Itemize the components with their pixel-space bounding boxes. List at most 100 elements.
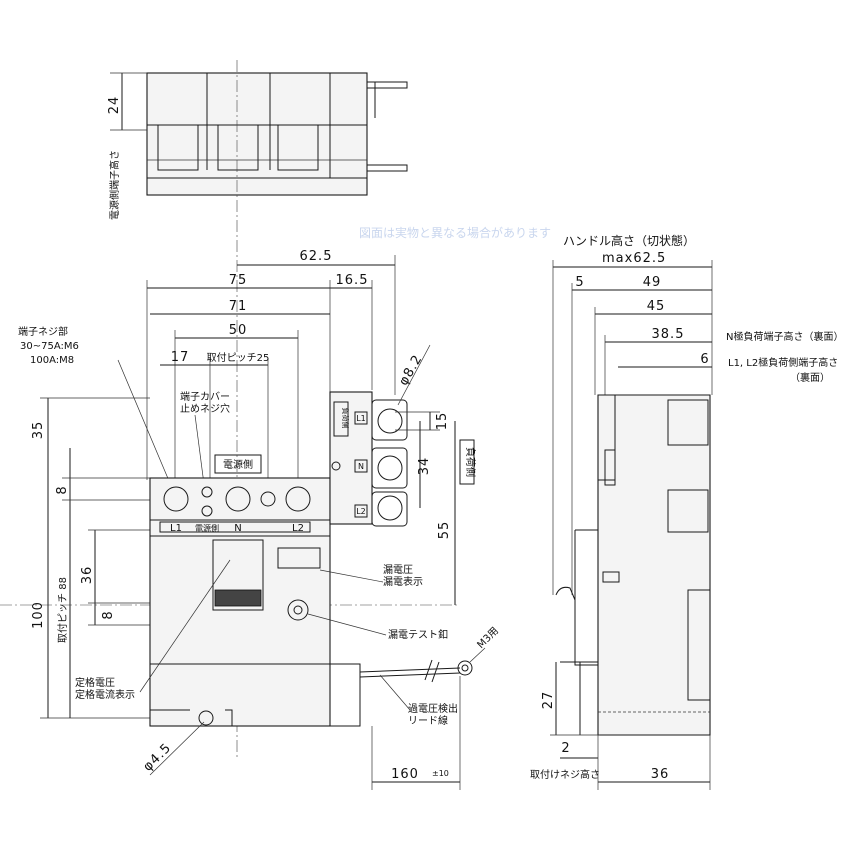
mark-l2: L2 — [292, 523, 304, 534]
dim-dia-4-5: φ4.5 — [140, 740, 174, 774]
dim-55: 55 — [437, 521, 452, 540]
cover-screw-left-2 — [201, 505, 213, 517]
top-view: 24 電源側端子高さ — [107, 72, 408, 220]
label-terminal-screw: 端子ネジ部 — [18, 325, 68, 338]
lead-ring-hole — [461, 664, 469, 672]
dim-15: 15 — [435, 412, 450, 431]
terminal-l2 — [285, 486, 311, 512]
load-hole-n — [377, 455, 403, 481]
terminal-marking-strip — [159, 521, 311, 533]
test-button-center — [293, 605, 303, 615]
lead-ring-terminal — [457, 660, 473, 676]
lower-cover-step — [150, 709, 233, 726]
label-load-side: 負荷側 — [464, 447, 477, 477]
label-mount-screw-height: 取付けネジ高さ — [530, 768, 600, 781]
top-dim-24: 24 — [107, 96, 122, 115]
dim-dia-8-2: φ8.2 — [396, 352, 426, 388]
label-rated-1: 定格電圧 — [75, 676, 115, 689]
leak-indicator-window — [277, 547, 321, 569]
load-hole-l2 — [377, 495, 403, 521]
label-leak-1: 漏電圧 — [383, 564, 413, 576]
dim-16-5: 16.5 — [336, 273, 369, 288]
dim-49: 49 — [643, 275, 662, 290]
top-slot-right — [277, 125, 319, 171]
top-slot-left — [157, 125, 199, 171]
dim-pitch-25: 取付ピッチ25 — [207, 351, 270, 364]
top-pin-lower — [366, 164, 408, 172]
label-terminal-cover-1: 端子カバー — [180, 390, 230, 403]
label-lead-2: リード線 — [408, 714, 448, 727]
load-lug-l1 — [371, 399, 408, 441]
side-rear-block — [687, 589, 711, 701]
dim-8a: 8 — [55, 485, 70, 494]
load-terminal-block — [329, 391, 373, 525]
dim-36: 36 — [80, 566, 95, 585]
cover-screw-left — [201, 486, 213, 498]
dim-50: 50 — [229, 323, 248, 338]
lower-cover — [149, 663, 361, 727]
load-mark-l1: L1 — [356, 414, 366, 423]
load-mark-l2: L2 — [356, 507, 366, 516]
dim-17: 17 — [171, 350, 190, 365]
dim-8b: 8 — [101, 610, 116, 619]
load-small-hole — [331, 461, 341, 471]
side-notch — [604, 449, 616, 486]
label-terminal-cover-2: 止めネジ穴 — [180, 402, 230, 415]
load-side-marker-box — [333, 401, 349, 437]
label-handle-height: ハンドル高さ（切状態） — [563, 233, 695, 248]
load-mark-n: N — [358, 462, 364, 471]
dim-75: 75 — [229, 273, 248, 288]
label-m3: M3用 — [476, 626, 501, 651]
dim-27: 27 — [541, 691, 556, 710]
load-side-frame — [459, 439, 475, 485]
top-slot-mid — [217, 125, 259, 171]
dim-pitch-88: 取付ピッチ 88 — [56, 577, 69, 643]
side-view: ハンドル高さ（切状態） max62.5 5 49 45 38.5 N極負荷端子高… — [530, 233, 843, 790]
dim-71: 71 — [229, 299, 248, 314]
load-side-marker: 負荷側 — [341, 408, 350, 429]
handle-window — [212, 539, 264, 611]
terminal-n — [225, 486, 251, 512]
dim-45: 45 — [647, 299, 666, 314]
load-terminal-l2-tab — [354, 504, 368, 518]
load-hole-l1 — [377, 408, 403, 434]
label-screw-30-75: 30~75A:M6 — [20, 341, 79, 352]
label-power-side: 電源側 — [223, 458, 253, 471]
load-lug-n — [371, 447, 408, 489]
dim-34: 34 — [417, 457, 432, 476]
dim-160-tolerance: ±10 — [432, 769, 449, 778]
load-terminal-n-tab — [354, 459, 368, 473]
mount-hole — [198, 710, 214, 726]
watermark-text: 図面は実物と異なる場合があります — [359, 225, 551, 240]
label-back-side: （裏面） — [790, 371, 830, 384]
test-button — [287, 599, 309, 621]
cover-screw-right — [260, 491, 276, 507]
dim-160: 160 — [391, 767, 419, 782]
top-view-body — [146, 72, 368, 196]
dim-36-side: 36 — [651, 767, 670, 782]
label-screw-100: 100A:M8 — [30, 355, 74, 366]
dim-2: 2 — [561, 741, 570, 756]
load-lug-l2 — [371, 491, 408, 527]
front-view: 62.5 75 16.5 71 50 17 取付ピッチ25 35 100 8 取… — [0, 60, 501, 790]
top-pin-upper — [366, 81, 408, 89]
dim-62-5: 62.5 — [300, 249, 333, 264]
side-terminal-lower — [667, 489, 709, 533]
handle-lever — [214, 589, 262, 607]
mark-n: N — [234, 523, 241, 534]
mark-power-side: 電源側 — [195, 523, 219, 533]
top-terminal-height-label: 電源側端子高さ — [108, 150, 121, 220]
power-side-label-box — [214, 454, 262, 474]
side-switch — [602, 571, 620, 583]
mark-l1: L1 — [170, 523, 182, 534]
dim-5: 5 — [575, 275, 584, 290]
terminal-l1 — [163, 486, 189, 512]
label-test-button: 漏電テスト釦 — [388, 628, 448, 641]
label-l-load-height: L1, L2極負荷側端子高さ — [728, 356, 838, 369]
dim-100: 100 — [31, 601, 46, 629]
dim-35: 35 — [31, 421, 46, 440]
label-lead-1: 過電圧検出 — [408, 702, 458, 715]
side-handle-tip — [555, 586, 576, 601]
side-handle — [574, 530, 598, 666]
